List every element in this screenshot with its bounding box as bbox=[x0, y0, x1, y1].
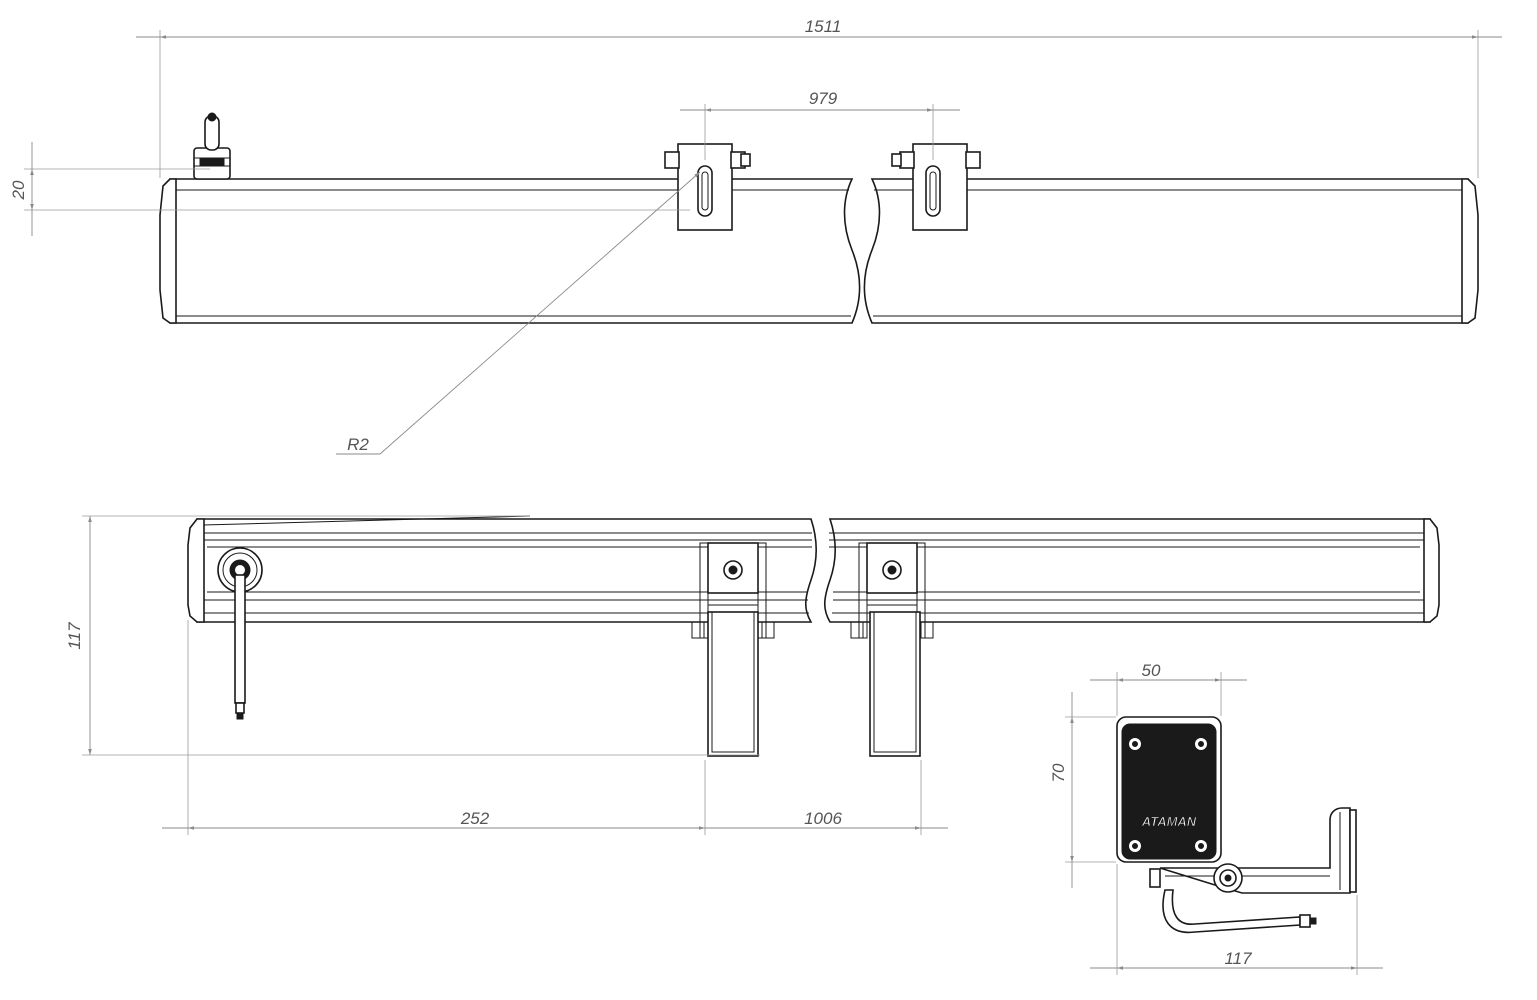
dim-overall-length: 1511 bbox=[805, 17, 842, 36]
brand-logo: ATAMAN bbox=[1141, 814, 1197, 829]
top-view: 1511 979 20 R2 bbox=[9, 17, 1502, 455]
dim-side-width: 50 bbox=[1142, 661, 1161, 680]
dim-gland-height: 20 bbox=[9, 180, 28, 200]
cable-gland bbox=[193, 112, 231, 180]
mounting-bracket-front-2 bbox=[850, 542, 934, 757]
dim-slot-radius: R2 bbox=[347, 435, 369, 454]
cable-gland-front bbox=[217, 547, 263, 720]
mounting-bracket-front-1 bbox=[691, 542, 775, 757]
dim-side-depth: 117 bbox=[1224, 949, 1252, 968]
dim-bracket-offset: 252 bbox=[460, 809, 490, 828]
front-view: 117 252 1006 bbox=[65, 515, 1440, 835]
side-view: ATAMAN 50 70 117 bbox=[1049, 661, 1383, 975]
dim-profile-height: 117 bbox=[65, 622, 84, 650]
dim-side-height: 70 bbox=[1049, 763, 1068, 782]
dim-bracket-spacing-top: 979 bbox=[809, 89, 838, 108]
dim-bracket-spacing-front: 1006 bbox=[804, 809, 842, 828]
mounting-bracket-top-2 bbox=[891, 143, 981, 231]
mounting-bracket-top-1 bbox=[664, 143, 751, 231]
